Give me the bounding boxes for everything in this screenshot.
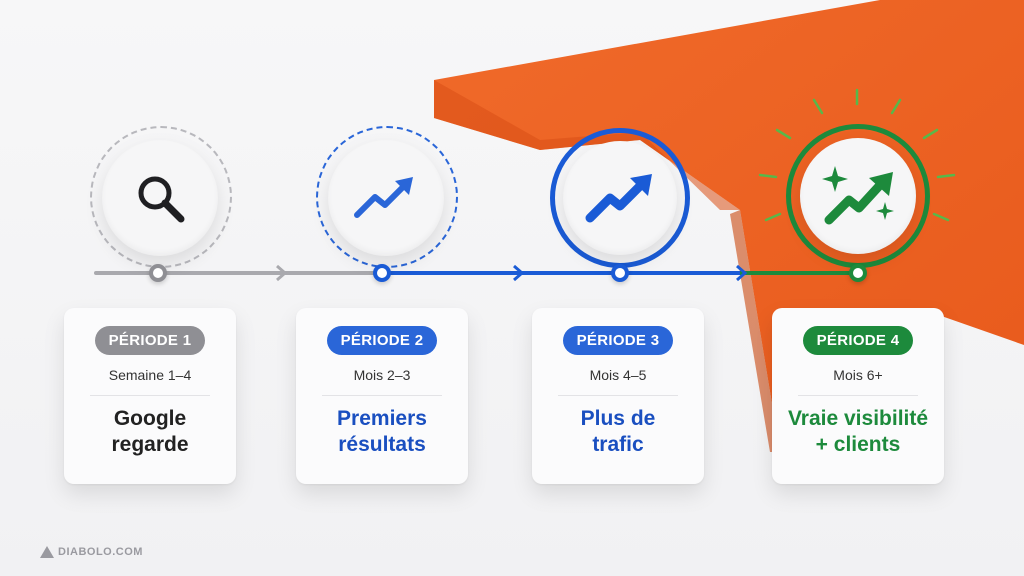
step-badge: PÉRIODE 2 xyxy=(326,326,438,355)
step-card-2: PÉRIODE 2 Mois 2–3 Premiers résultats xyxy=(296,308,468,484)
logo-mark-icon xyxy=(40,546,54,558)
timeline-node-4 xyxy=(849,264,867,282)
step-card-3: PÉRIODE 3 Mois 4–5 Plus de trafic xyxy=(532,308,704,484)
card-divider xyxy=(558,395,678,396)
step-badge: PÉRIODE 1 xyxy=(94,326,206,355)
step3-icon-circle xyxy=(563,141,677,255)
step-period-range: Mois 4–5 xyxy=(589,367,647,383)
brand-logo: DIABOLO.COM xyxy=(40,546,143,558)
timeline-node-3 xyxy=(611,264,629,282)
step-title: Premiers résultats xyxy=(337,407,427,456)
step-period-range: Semaine 1–4 xyxy=(108,367,192,383)
trend-up-icon xyxy=(354,177,413,218)
timeline-node-1 xyxy=(149,264,167,282)
step-card-1: PÉRIODE 1 Semaine 1–4 Google regarde xyxy=(64,308,236,484)
step-badge: PÉRIODE 3 xyxy=(562,326,674,355)
brand-logo-text: DIABOLO.COM xyxy=(58,546,143,558)
trend-sparkle-icon xyxy=(822,166,894,225)
timeline-node-2 xyxy=(373,264,391,282)
step4-icon-circle xyxy=(800,138,916,254)
card-divider xyxy=(90,395,210,396)
card-divider xyxy=(798,395,918,396)
card-divider xyxy=(322,395,442,396)
step-title: Google regarde xyxy=(111,407,189,456)
trend-up-icon xyxy=(585,174,652,223)
magnifier-icon xyxy=(138,176,185,223)
step4-sunburst xyxy=(758,88,956,222)
step1-icon-circle xyxy=(102,140,218,256)
step-period-range: Mois 2–3 xyxy=(353,367,411,383)
step2-icon-circle xyxy=(328,140,444,256)
step-badge: PÉRIODE 4 xyxy=(802,326,914,355)
step-period-range: Mois 6+ xyxy=(833,367,883,383)
step-card-4: PÉRIODE 4 Mois 6+ Vraie visibilité + cli… xyxy=(772,308,944,484)
step-title: Plus de trafic xyxy=(580,407,656,456)
step-title: Vraie visibilité + clients xyxy=(787,407,929,456)
